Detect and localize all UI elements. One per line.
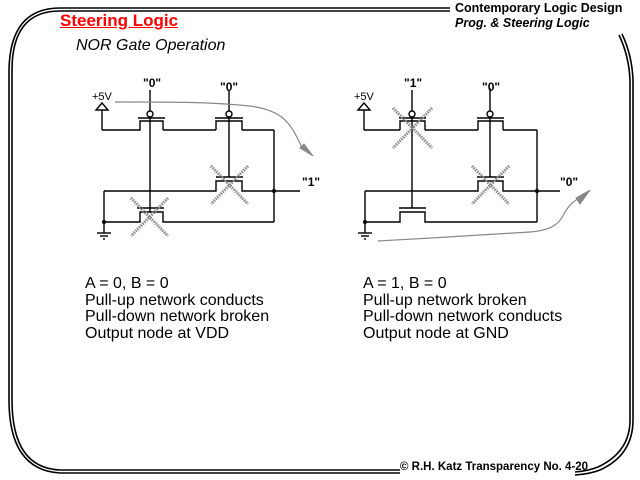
- left-output-label: "1": [302, 175, 321, 189]
- right-desc-output: Output node at GND: [363, 324, 509, 342]
- right-output-label: "0": [560, 175, 579, 189]
- left-input-b-label: "0": [220, 80, 239, 94]
- chapter-title: Prog. & Steering Logic: [455, 16, 590, 30]
- right-input-a-label: "1": [404, 76, 423, 90]
- right-input-b-label: "0": [482, 80, 501, 94]
- supply-arrow-icon: [356, 101, 372, 111]
- course-title: Contemporary Logic Design: [455, 1, 623, 15]
- pulldown-a-transistor: [104, 211, 274, 223]
- left-desc-pulldown: Pull-down network broken: [85, 308, 270, 325]
- pulldown-a-cross-icon: [129, 196, 170, 238]
- pulldown-b-cross-icon: [209, 164, 250, 206]
- left-description: A = 0, B = 0 Pull-up network conducts Pu…: [85, 275, 270, 342]
- left-current-flow-line: [114, 101, 303, 149]
- right-desc-inputs: A = 1, B = 0: [363, 275, 447, 292]
- pulldown-a-transistor: [365, 211, 537, 223]
- left-desc-pullup: Pull-up network conducts: [85, 291, 264, 309]
- right-description: A = 1, B = 0 Pull-up network broken Pull…: [363, 275, 563, 342]
- right-disabled-marks: [391, 106, 511, 206]
- pullup-a-transistor: [137, 120, 164, 131]
- slide-title: Steering Logic: [60, 11, 179, 30]
- slide-subtitle: NOR Gate Operation: [76, 37, 226, 54]
- left-input-a-label: "0": [143, 76, 162, 90]
- right-supply-label: +5V: [354, 91, 374, 103]
- right-desc-pulldown: Pull-down network conducts: [363, 308, 563, 325]
- right-current-flow-line: [377, 195, 584, 242]
- left-desc-inputs: A = 0, B = 0: [85, 275, 169, 292]
- circuit-left-wires: [94, 90, 300, 240]
- pulldown-b-cross-icon: [470, 164, 511, 206]
- pulldown-b-transistor: [104, 180, 300, 192]
- left-current-flow-arrowhead-icon: [299, 143, 314, 157]
- left-supply-label: +5V: [92, 91, 112, 103]
- circuit-right-wires: [356, 88, 560, 240]
- left-disabled-marks: [129, 164, 250, 238]
- footer-credit: © R.H. Katz Transparency No. 4-20: [400, 461, 589, 473]
- pulldown-b-transistor: [365, 180, 560, 192]
- right-desc-pullup: Pull-up network broken: [363, 291, 527, 309]
- left-desc-output: Output node at VDD: [85, 324, 230, 342]
- right-current-flow-arrowhead-icon: [575, 189, 591, 205]
